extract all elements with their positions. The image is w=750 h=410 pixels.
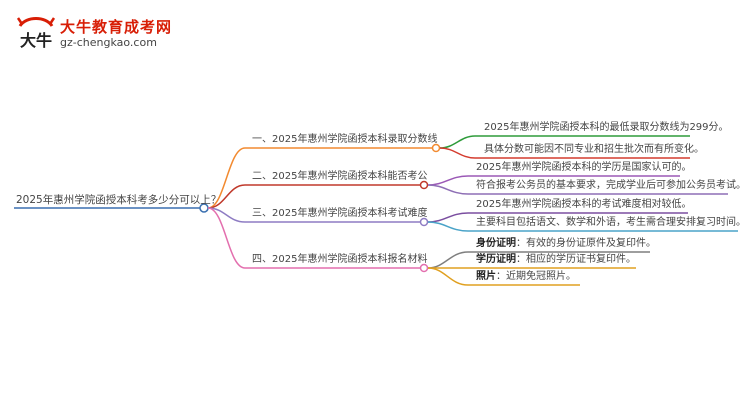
branch-2-dot	[419, 180, 429, 190]
leaf-3-1[interactable]: 2025年惠州学院函授本科的考试难度相对较低。	[476, 199, 692, 210]
link-leaf-3-1	[427, 212, 469, 223]
leaf-4-3-label: 照片	[476, 271, 496, 282]
link-leaf-2-2	[427, 184, 469, 195]
leaf-2-1[interactable]: 2025年惠州学院函授本科的学历是国家认可的。	[476, 162, 692, 173]
site-url: gz-chengkao.com	[60, 36, 157, 49]
branch-2-title[interactable]: 二、2025年惠州学院函授本科能否考公	[252, 171, 428, 182]
link-leaf-4-1	[427, 251, 469, 269]
branch-1-dot	[431, 143, 441, 153]
branch-3-title[interactable]: 三、2025年惠州学院函授本科考试难度	[252, 208, 428, 219]
leaf-4-3-text: ：近期免冠照片。	[496, 271, 576, 282]
leaf-4-1[interactable]: 身份证明：有效的身份证原件及复印件。	[476, 238, 656, 250]
link-branch-4	[207, 207, 246, 269]
site-name: 大牛教育成考网	[60, 18, 173, 36]
leaf-1-1[interactable]: 2025年惠州学院函授本科的最低录取分数线为299分。	[484, 122, 729, 133]
leaf-4-1-text: ：有效的身份证原件及复印件。	[516, 238, 656, 249]
logo-chars: 大牛	[20, 31, 52, 50]
leaf-2-2[interactable]: 符合报考公务员的基本要求，完成学业后可参加公务员考试。	[476, 180, 746, 191]
leaf-3-2[interactable]: 主要科目包括语文、数学和外语，考生需合理安排复习时间。	[476, 217, 746, 228]
link-leaf-1-2	[439, 147, 476, 159]
leaf-4-2-label: 学历证明	[476, 254, 516, 265]
branch-4-dot	[419, 263, 429, 273]
bull-logo-icon: 大牛	[16, 17, 56, 50]
link-branch-1	[207, 147, 246, 209]
leaf-4-2[interactable]: 学历证明：相应的学历证书复印件。	[476, 254, 636, 266]
link-leaf-3-2	[427, 221, 469, 232]
leaf-4-2-text: ：相应的学历证书复印件。	[516, 254, 636, 265]
link-branch-2	[207, 184, 246, 209]
leaf-1-2[interactable]: 具体分数可能因不同专业和招生批次而有所变化。	[484, 144, 704, 155]
leaf-4-1-label: 身份证明	[476, 238, 516, 249]
root-topic[interactable]: 2025年惠州学院函授本科考多少分可以上？	[16, 194, 222, 206]
link-leaf-2-1	[427, 175, 469, 186]
link-leaf-4-3	[427, 267, 469, 286]
branch-3-dot	[419, 217, 429, 227]
site-logo[interactable]: 大牛 大牛教育成考网 gz-chengkao.com	[16, 14, 236, 54]
leaf-4-3[interactable]: 照片：近期免冠照片。	[476, 271, 576, 283]
branch-1-title[interactable]: 一、2025年惠州学院函授本科录取分数线	[252, 134, 438, 145]
link-leaf-1-1	[439, 135, 476, 149]
branch-4-title[interactable]: 四、2025年惠州学院函授本科报名材料	[252, 254, 428, 265]
